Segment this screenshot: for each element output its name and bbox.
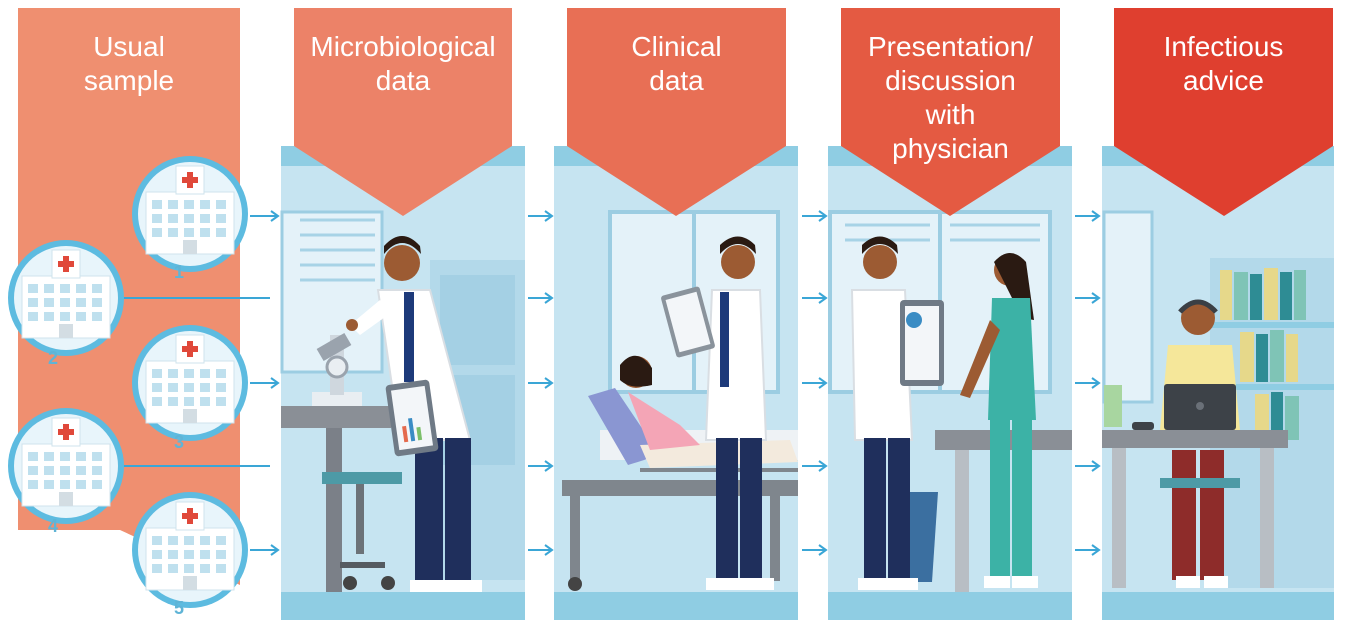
flow-arrow-icon <box>802 210 828 222</box>
header-chevron-advice <box>1114 8 1333 216</box>
hospital-group <box>8 156 248 608</box>
panel-clinical <box>554 146 798 620</box>
step-label-line: advice <box>1183 65 1264 96</box>
flow-arrow-icon <box>1075 210 1101 222</box>
panel-microbiological <box>280 146 525 620</box>
step-label-line: Presentation/ <box>868 31 1033 62</box>
flow-arrow-icon <box>268 377 280 389</box>
step-label-line: Microbiological <box>310 31 496 62</box>
flow-arrow-icon <box>1075 544 1101 556</box>
flow-arrow-icon <box>802 292 828 304</box>
hospital-number: 1 <box>174 262 185 282</box>
step-label-line: Clinical <box>631 31 722 62</box>
hospital-building-icon <box>8 408 124 524</box>
header-chevron-clinical <box>567 8 786 216</box>
panel-discussion <box>828 146 1072 620</box>
step-label-line: Infectious <box>1163 31 1284 62</box>
step-label-line: with <box>925 99 976 130</box>
step-label-discussion: Presentation/ discussion with physician <box>841 30 1060 166</box>
tablet-icon <box>661 286 715 358</box>
flow-arrow-icon <box>802 544 828 556</box>
hospital-building-icon <box>8 240 124 356</box>
flow-arrows <box>268 210 1101 556</box>
panel-advice <box>1102 146 1334 620</box>
header-chevron-microbiological <box>294 8 512 216</box>
laptop-icon <box>1164 384 1236 430</box>
flow-arrow-icon <box>528 544 554 556</box>
step-label-microbiological: Microbiological data <box>294 30 512 98</box>
flow-arrow-icon <box>1075 292 1101 304</box>
step-label-line: Usual <box>93 31 165 62</box>
hospital-building-icon <box>132 156 248 272</box>
flow-arrow-icon <box>802 460 828 472</box>
step-label-line: discussion <box>885 65 1016 96</box>
hospital-building-icon <box>132 492 248 608</box>
flow-arrow-icon <box>802 377 828 389</box>
hospital-connectors <box>120 215 270 551</box>
step-label-clinical: Clinical data <box>567 30 786 98</box>
nurse-figure <box>960 253 1038 588</box>
flow-arrow-icon <box>528 377 554 389</box>
hospital-building-icon <box>132 325 248 441</box>
flow-arrow-icon <box>268 210 280 222</box>
flow-arrow-icon <box>528 292 554 304</box>
step-label-line: data <box>375 65 431 96</box>
flow-arrow-icon <box>1075 460 1101 472</box>
hospital-number: 2 <box>48 348 59 368</box>
flow-arrow-icon <box>528 460 554 472</box>
header-chevron-discussion <box>841 8 1060 216</box>
hospital-number: 5 <box>174 598 185 618</box>
tablet-icon <box>900 300 944 386</box>
step-label-line: physician <box>892 133 1009 164</box>
hospital-number: 4 <box>48 516 59 536</box>
flow-arrow-icon <box>268 544 280 556</box>
microscope-icon <box>312 332 362 406</box>
doctor-figure-discussion <box>850 236 918 590</box>
tablet-icon <box>385 379 439 457</box>
step-label-usual-sample: Usual sample <box>18 30 240 98</box>
flow-arrow-icon <box>1075 377 1101 389</box>
step-label-line: data <box>649 65 704 96</box>
step-label-advice: Infectious advice <box>1114 30 1333 98</box>
hospital-number: 3 <box>174 432 185 452</box>
doctor-figure-clinical <box>704 236 774 590</box>
flow-arrow-icon <box>528 210 554 222</box>
step-label-line: sample <box>83 65 175 96</box>
